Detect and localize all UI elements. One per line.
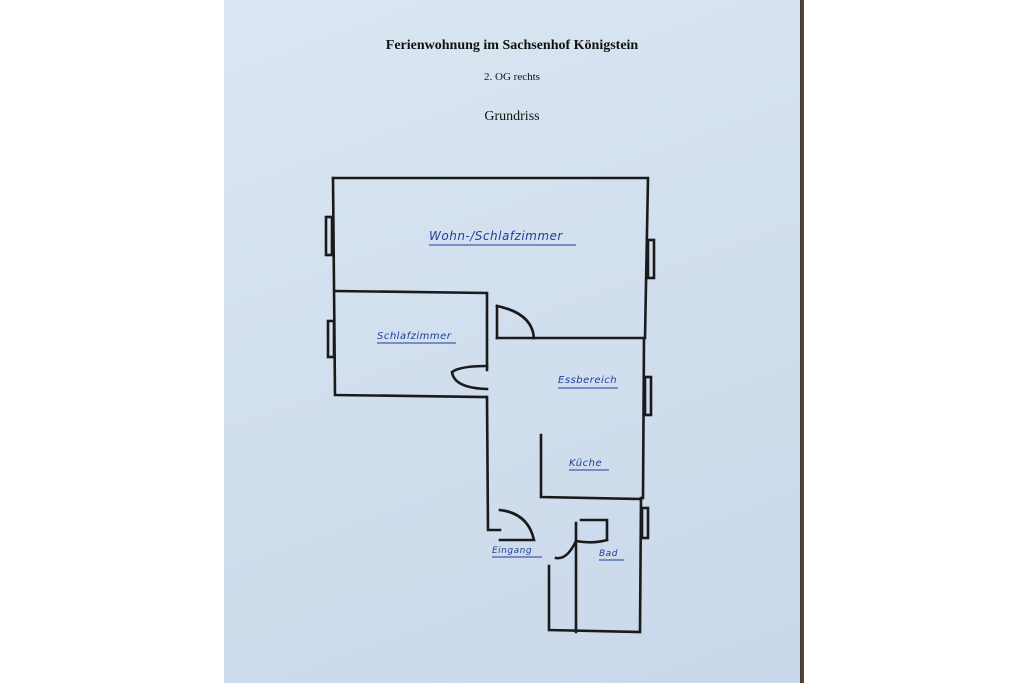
- outer-wall-bottom: [547, 496, 643, 634]
- wall-schlafzimmer-top: [333, 289, 489, 372]
- document-heading: Grundriss: [484, 109, 540, 124]
- room-label-essbereich: Essbereich: [558, 375, 617, 386]
- room-label-wohn-schlafzimmer: Wohn-/Schlafzimmer: [429, 229, 563, 243]
- room-label-bad: Bad: [599, 549, 618, 559]
- outer-wall-essbereich: [531, 336, 646, 500]
- window-bad: [640, 506, 650, 540]
- door-eingang-swing: [498, 508, 536, 542]
- door-schlaf-swing: [450, 364, 489, 391]
- document-subtitle: 2. OG rechts: [484, 71, 540, 83]
- window-wohn-left: [324, 215, 334, 257]
- wall-kueche: [539, 433, 643, 501]
- window-wohn-right: [646, 238, 656, 280]
- room-label-kueche: Küche: [569, 458, 602, 469]
- room-label-eingang: Eingang: [492, 546, 532, 556]
- wall-bad: [579, 518, 609, 542]
- door-bad-swing: [554, 538, 609, 560]
- floor-plan: Wohn-/Schlafzimmer Schlafzimmer Essberei…: [324, 176, 656, 634]
- paper-sheet: Ferienwohnung im Sachsenhof Königstein 2…: [224, 0, 800, 683]
- outer-wall-left: [331, 176, 488, 399]
- room-label-schlafzimmer: Schlafzimmer: [377, 331, 452, 342]
- door-wohn-swing: [495, 304, 536, 340]
- window-schlaf-left: [326, 319, 336, 359]
- outer-wall-top: [331, 176, 650, 340]
- window-essbereich: [643, 375, 653, 417]
- document-title: Ferienwohnung im Sachsenhof Königstein: [385, 38, 639, 53]
- outer-wall-entrance-left: [485, 395, 502, 532]
